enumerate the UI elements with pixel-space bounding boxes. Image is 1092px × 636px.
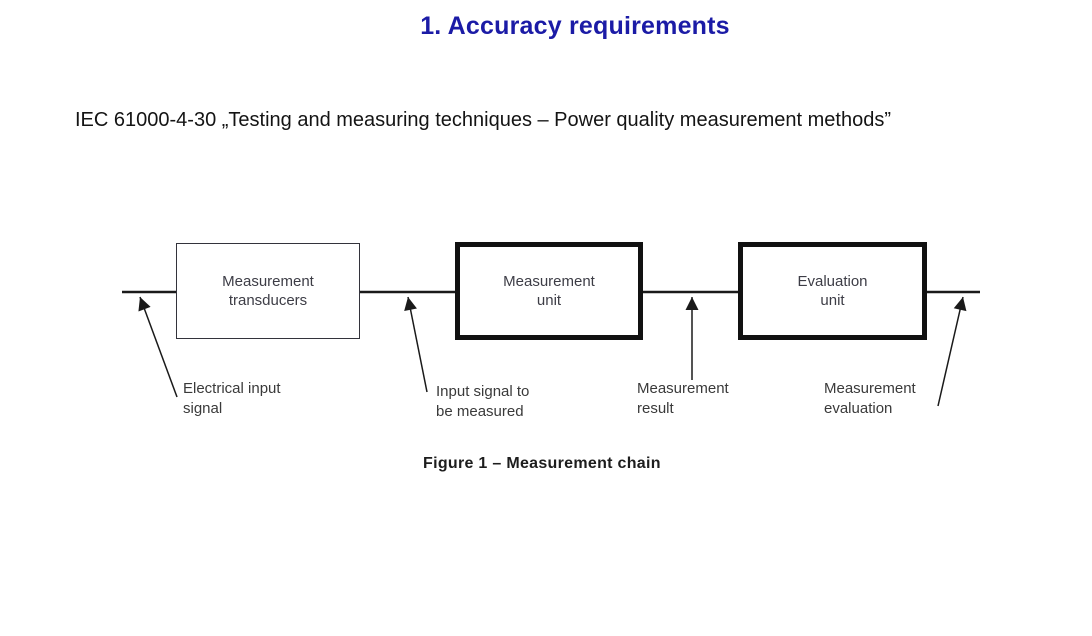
- box-label-line: unit: [536, 292, 562, 309]
- label-measurement-result: Measurement result: [637, 379, 729, 418]
- label-line: Measurement: [824, 380, 916, 397]
- figure-caption: Figure 1 – Measurement chain: [423, 455, 661, 472]
- box-label-line: Measurement: [222, 273, 314, 290]
- label-line: Measurement: [637, 380, 729, 397]
- label-line: Input signal to: [436, 383, 530, 400]
- box-label-line: transducers: [228, 292, 308, 309]
- standard-reference-text: IEC 61000-4-30 „Testing and measuring te…: [75, 109, 891, 131]
- page-title: 1. Accuracy requirements: [420, 12, 730, 40]
- label-line: result: [637, 399, 674, 417]
- box-evaluation-unit: Evaluation unit: [738, 242, 927, 340]
- box-measurement-unit: Measurement unit: [455, 242, 643, 340]
- box-measurement-transducers: Measurement transducers: [176, 243, 360, 339]
- arrow-input-signal-to-be-measured: [404, 296, 428, 393]
- box-label-line: Evaluation: [797, 273, 868, 290]
- box-label-line: unit: [820, 292, 845, 309]
- label-line: evaluation: [824, 399, 893, 417]
- label-line: Electrical input: [183, 380, 281, 397]
- label-line: signal: [183, 399, 223, 417]
- label-measurement-evaluation: Measurement evaluation: [824, 379, 916, 418]
- box-label-line: Measurement: [503, 273, 595, 290]
- label-electrical-input-signal: Electrical input signal: [183, 379, 281, 418]
- arrow-measurement-evaluation: [937, 296, 967, 407]
- label-line: be measured: [436, 402, 524, 420]
- label-input-signal-to-be-measured: Input signal to be measured: [436, 382, 529, 421]
- arrow-electrical-input-signal: [138, 296, 178, 398]
